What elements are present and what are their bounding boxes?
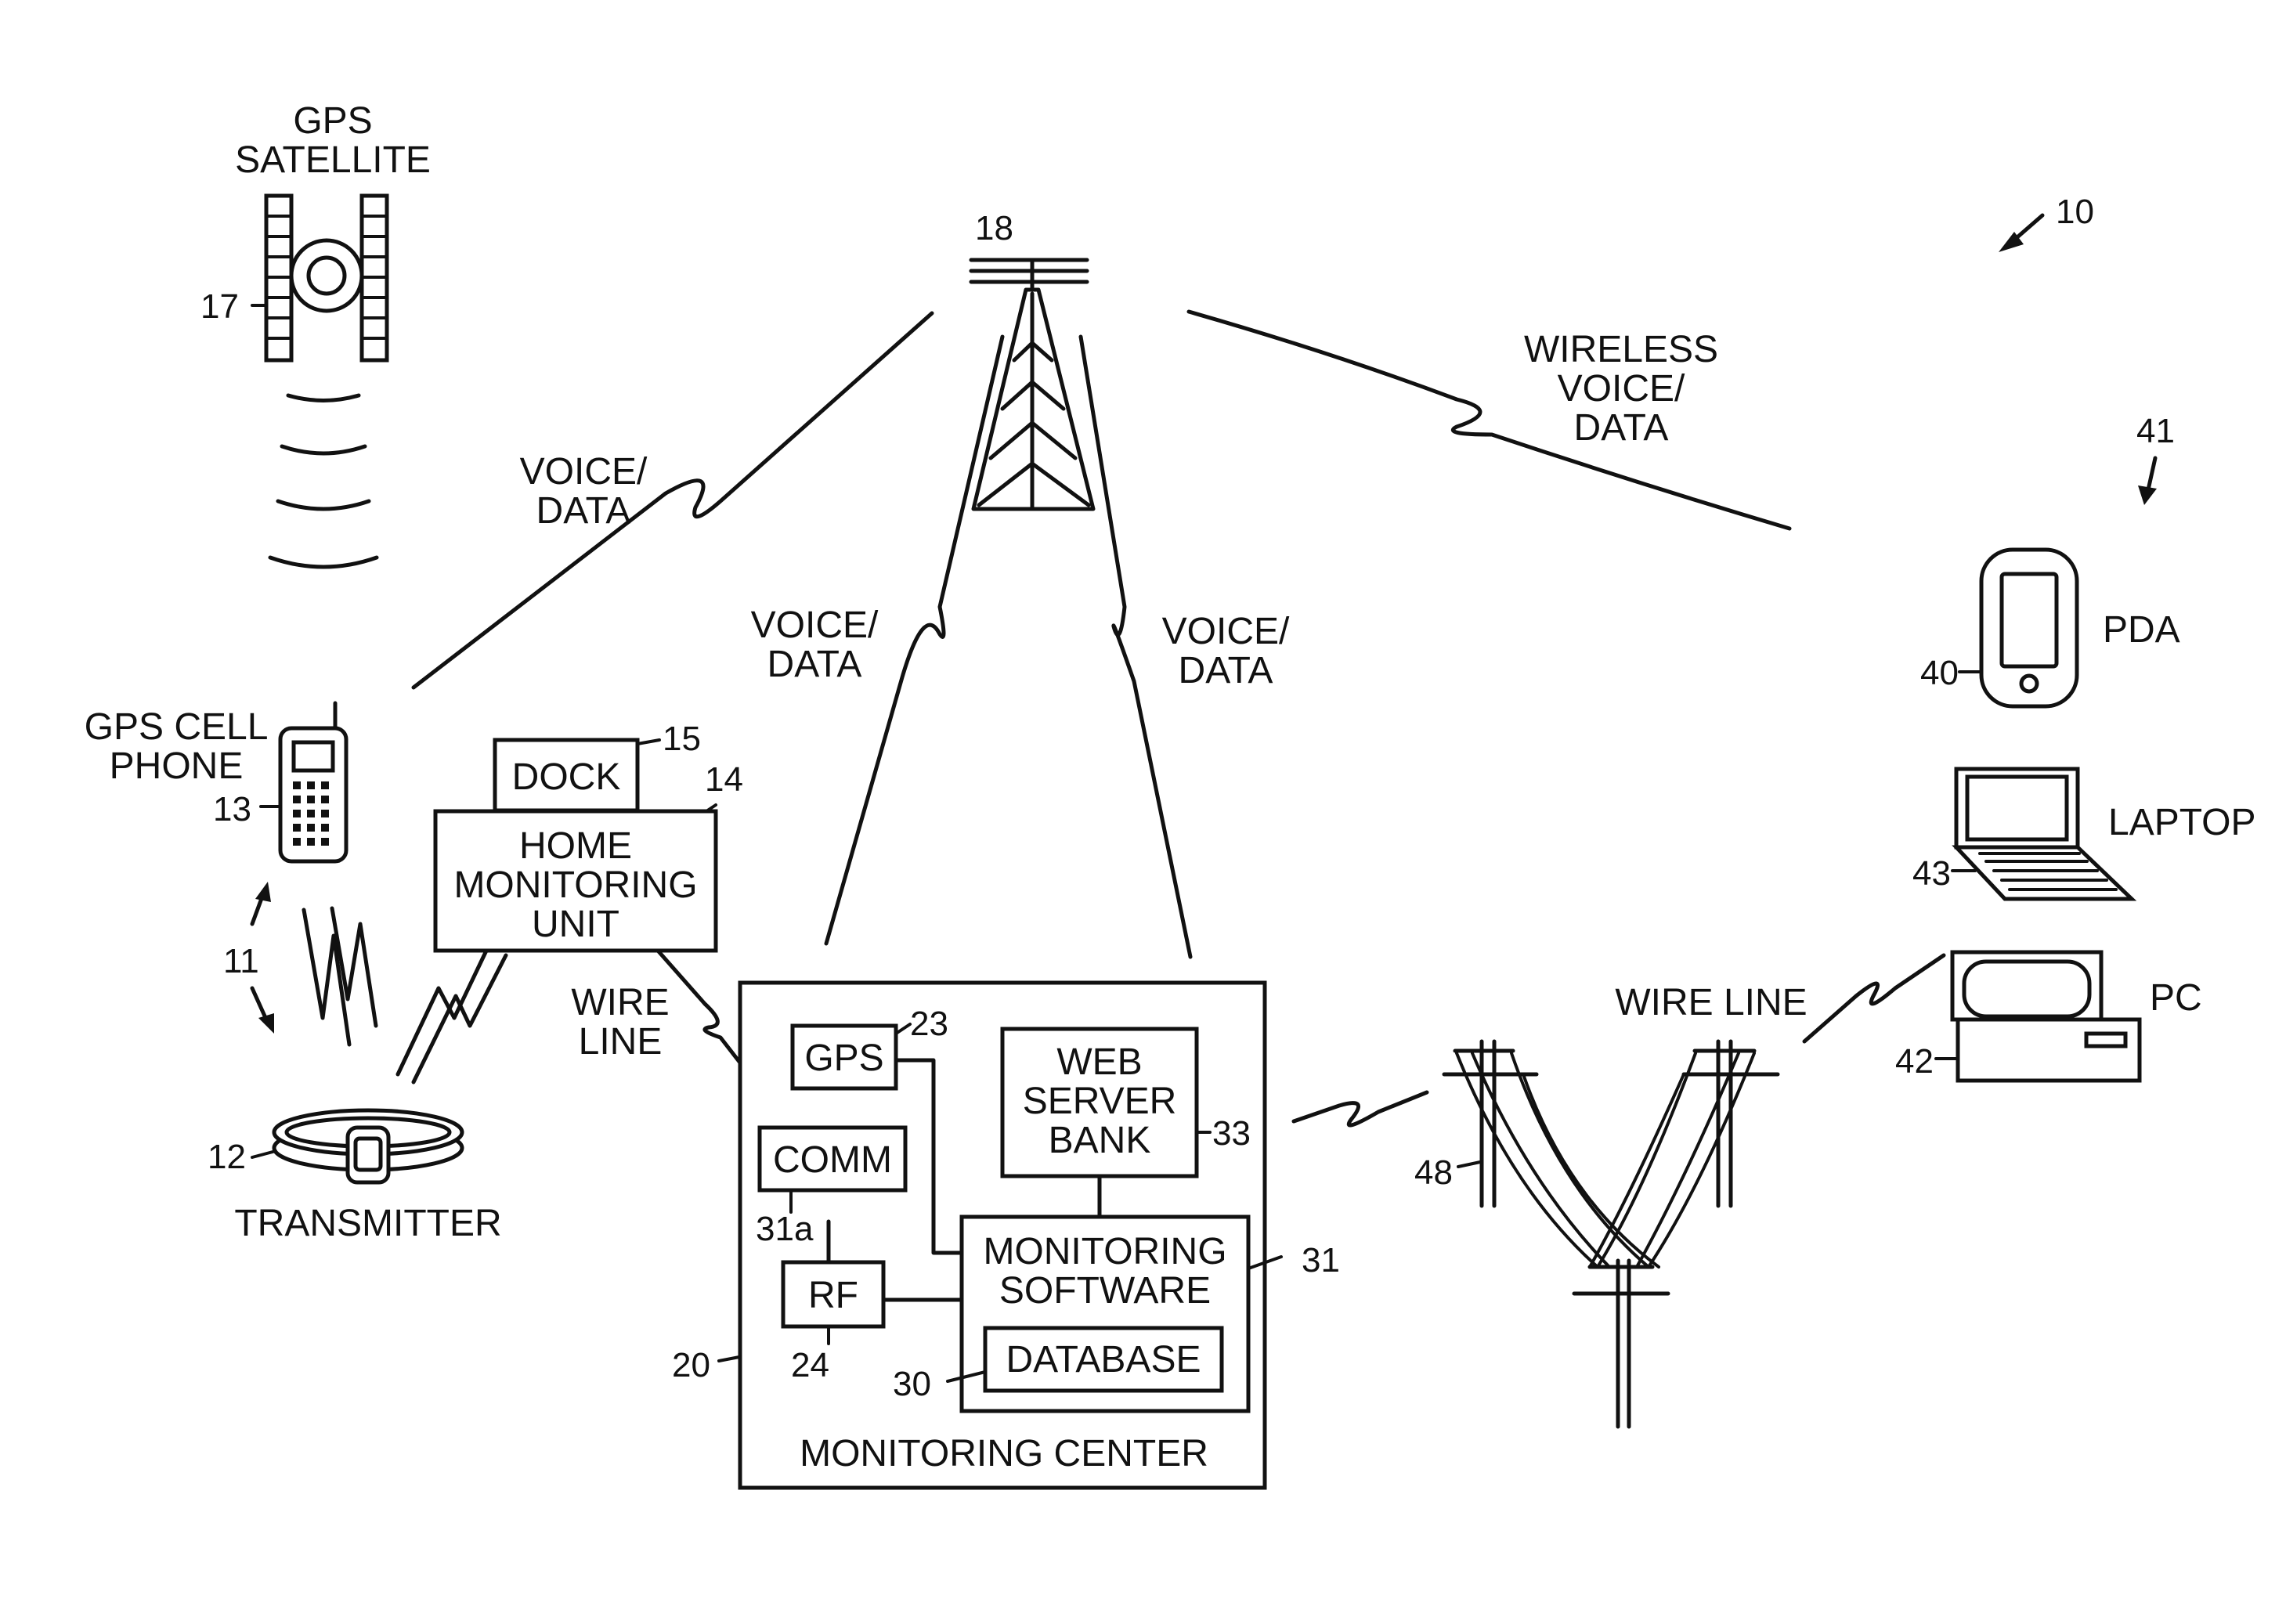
wireless-voice-data-line2: VOICE/ bbox=[1558, 368, 1685, 410]
laptop-device: LAPTOP 43 bbox=[1912, 769, 2256, 899]
transmitter-home-zigzag-1-icon bbox=[398, 949, 487, 1074]
voice-data-left-line1: VOICE/ bbox=[520, 451, 648, 493]
home-monitoring-unit-line3: UNIT bbox=[532, 904, 619, 945]
poles-ref-leader bbox=[1458, 1162, 1480, 1167]
home-unit-ref-number: 14 bbox=[705, 760, 743, 799]
pc-ref-number: 42 bbox=[1895, 1042, 1934, 1081]
monitoring-center-label: MONITORING CENTER bbox=[800, 1433, 1208, 1474]
mc-gps-ref-number: 23 bbox=[910, 1005, 948, 1043]
voice-data-mid-right-line2: DATA bbox=[1179, 650, 1273, 691]
gps-satellite: GPS SATELLITE 17 bbox=[200, 100, 431, 567]
link-11: 11 bbox=[223, 882, 376, 1045]
pda-icon bbox=[1981, 550, 2077, 706]
mc-monitoring-software-line1: MONITORING bbox=[983, 1231, 1226, 1272]
gps-satellite-label-line2: SATELLITE bbox=[235, 139, 431, 181]
dock-ref-number: 15 bbox=[663, 720, 701, 758]
transmitter: 12 TRANSMITTER bbox=[208, 1110, 502, 1244]
transmitter-label: TRANSMITTER bbox=[234, 1203, 501, 1244]
utility-poles-icon bbox=[1444, 1041, 1778, 1427]
ref-10-indicator: 10 bbox=[1999, 193, 2094, 252]
utility-poles: 48 bbox=[1414, 1041, 1778, 1427]
mc-comm-label: COMM bbox=[773, 1139, 892, 1181]
link-center-poles bbox=[1294, 1092, 1427, 1125]
satellite-signal-waves-icon bbox=[270, 395, 377, 567]
laptop-icon bbox=[1956, 769, 2132, 899]
wire-line-left-line1: WIRE bbox=[571, 982, 669, 1023]
mc-gps-label: GPS bbox=[804, 1038, 883, 1079]
ref-41-indicator: 41 bbox=[2136, 412, 2175, 505]
cell-phone-ref-number: 13 bbox=[213, 790, 251, 828]
wire-line-right-label: WIRE LINE bbox=[1615, 982, 1807, 1023]
mc-web-server-line1: WEB bbox=[1056, 1041, 1142, 1083]
monitoring-center: MONITORING CENTER 20 GPS 23 COMM 31a RF … bbox=[672, 983, 1340, 1488]
cell-phone-icon bbox=[280, 703, 346, 861]
ref-10-number: 10 bbox=[2056, 193, 2094, 231]
laptop-ref-number: 43 bbox=[1912, 854, 1951, 893]
link-11-arrowhead-up-icon bbox=[255, 882, 271, 902]
mc-comm-ref-number: 31a bbox=[756, 1210, 814, 1248]
ref-41-arrowhead-icon bbox=[2138, 485, 2157, 505]
link-11-arrow-down-line bbox=[252, 988, 266, 1020]
pda-ref-number: 40 bbox=[1920, 654, 1959, 692]
mc-monitoring-software-ref-number: 31 bbox=[1302, 1241, 1340, 1279]
home-monitoring-unit-line1: HOME bbox=[519, 825, 632, 867]
voice-data-mid-left-line1: VOICE/ bbox=[751, 604, 879, 646]
wire-line-left-line2: LINE bbox=[579, 1021, 663, 1063]
monitoring-center-ref-leader bbox=[719, 1357, 739, 1361]
transmitter-home-zigzag-2-icon bbox=[414, 955, 506, 1082]
mc-database-ref-number: 30 bbox=[893, 1365, 931, 1403]
satellite-icon bbox=[266, 196, 387, 360]
dock-ref-leader bbox=[637, 740, 659, 744]
pc-icon bbox=[1952, 952, 2140, 1081]
pc-label: PC bbox=[2150, 977, 2202, 1019]
pda-label: PDA bbox=[2103, 609, 2180, 651]
mc-rf-label: RF bbox=[808, 1275, 858, 1316]
poles-ref-number: 48 bbox=[1414, 1153, 1453, 1192]
satellite-ref-number: 17 bbox=[200, 287, 239, 326]
wireless-voice-data-line1: WIRELESS bbox=[1524, 329, 1718, 370]
gps-satellite-label-line1: GPS bbox=[293, 100, 372, 142]
cell-tower: 18 bbox=[971, 209, 1093, 509]
voice-data-mid-right-line1: VOICE/ bbox=[1162, 611, 1290, 652]
mc-monitoring-software-line2: SOFTWARE bbox=[999, 1270, 1211, 1312]
home-monitoring-unit-line2: MONITORING bbox=[453, 864, 697, 906]
mc-rf-ref-number: 24 bbox=[791, 1346, 829, 1384]
transmitter-ref-leader bbox=[252, 1151, 276, 1157]
wire-line-right-zigzag-icon bbox=[1804, 955, 1944, 1041]
link-11-ref-number: 11 bbox=[223, 942, 259, 980]
voice-data-left-line2: DATA bbox=[536, 490, 631, 532]
gps-cell-phone: GPS CELL PHONE 13 bbox=[85, 703, 346, 861]
link-transmitter-home bbox=[398, 949, 506, 1082]
wire-line-home-center bbox=[658, 951, 750, 1076]
laptop-label: LAPTOP bbox=[2108, 802, 2256, 843]
dock-label: DOCK bbox=[512, 756, 621, 798]
wire-line-right bbox=[1804, 955, 1944, 1041]
center-poles-zigzag-icon bbox=[1294, 1092, 1427, 1125]
gps-cell-phone-label-line1: GPS CELL bbox=[85, 706, 269, 748]
ankle-bracelet-icon bbox=[274, 1110, 462, 1182]
wireless-voice-data-line3: DATA bbox=[1574, 407, 1669, 449]
link-11-arrowhead-down-icon bbox=[258, 1013, 274, 1034]
gps-cell-phone-label-line2: PHONE bbox=[110, 745, 244, 787]
voice-data-mid-left-line2: DATA bbox=[767, 644, 862, 685]
pda-device: PDA 40 bbox=[1920, 550, 2180, 706]
pc-device: PC 42 bbox=[1895, 952, 2202, 1081]
tower-ref-number: 18 bbox=[975, 209, 1013, 247]
ref-41-number: 41 bbox=[2136, 412, 2175, 450]
mc-web-server-ref-number: 33 bbox=[1212, 1114, 1251, 1153]
dock: DOCK 15 bbox=[495, 720, 701, 810]
mc-database-label: DATABASE bbox=[1006, 1339, 1201, 1380]
mc-web-server-line2: SERVER bbox=[1023, 1081, 1177, 1122]
monitoring-center-ref-number: 20 bbox=[672, 1346, 710, 1384]
transmitter-ref-number: 12 bbox=[208, 1138, 246, 1176]
mc-web-server-line3: BANK bbox=[1049, 1120, 1151, 1161]
